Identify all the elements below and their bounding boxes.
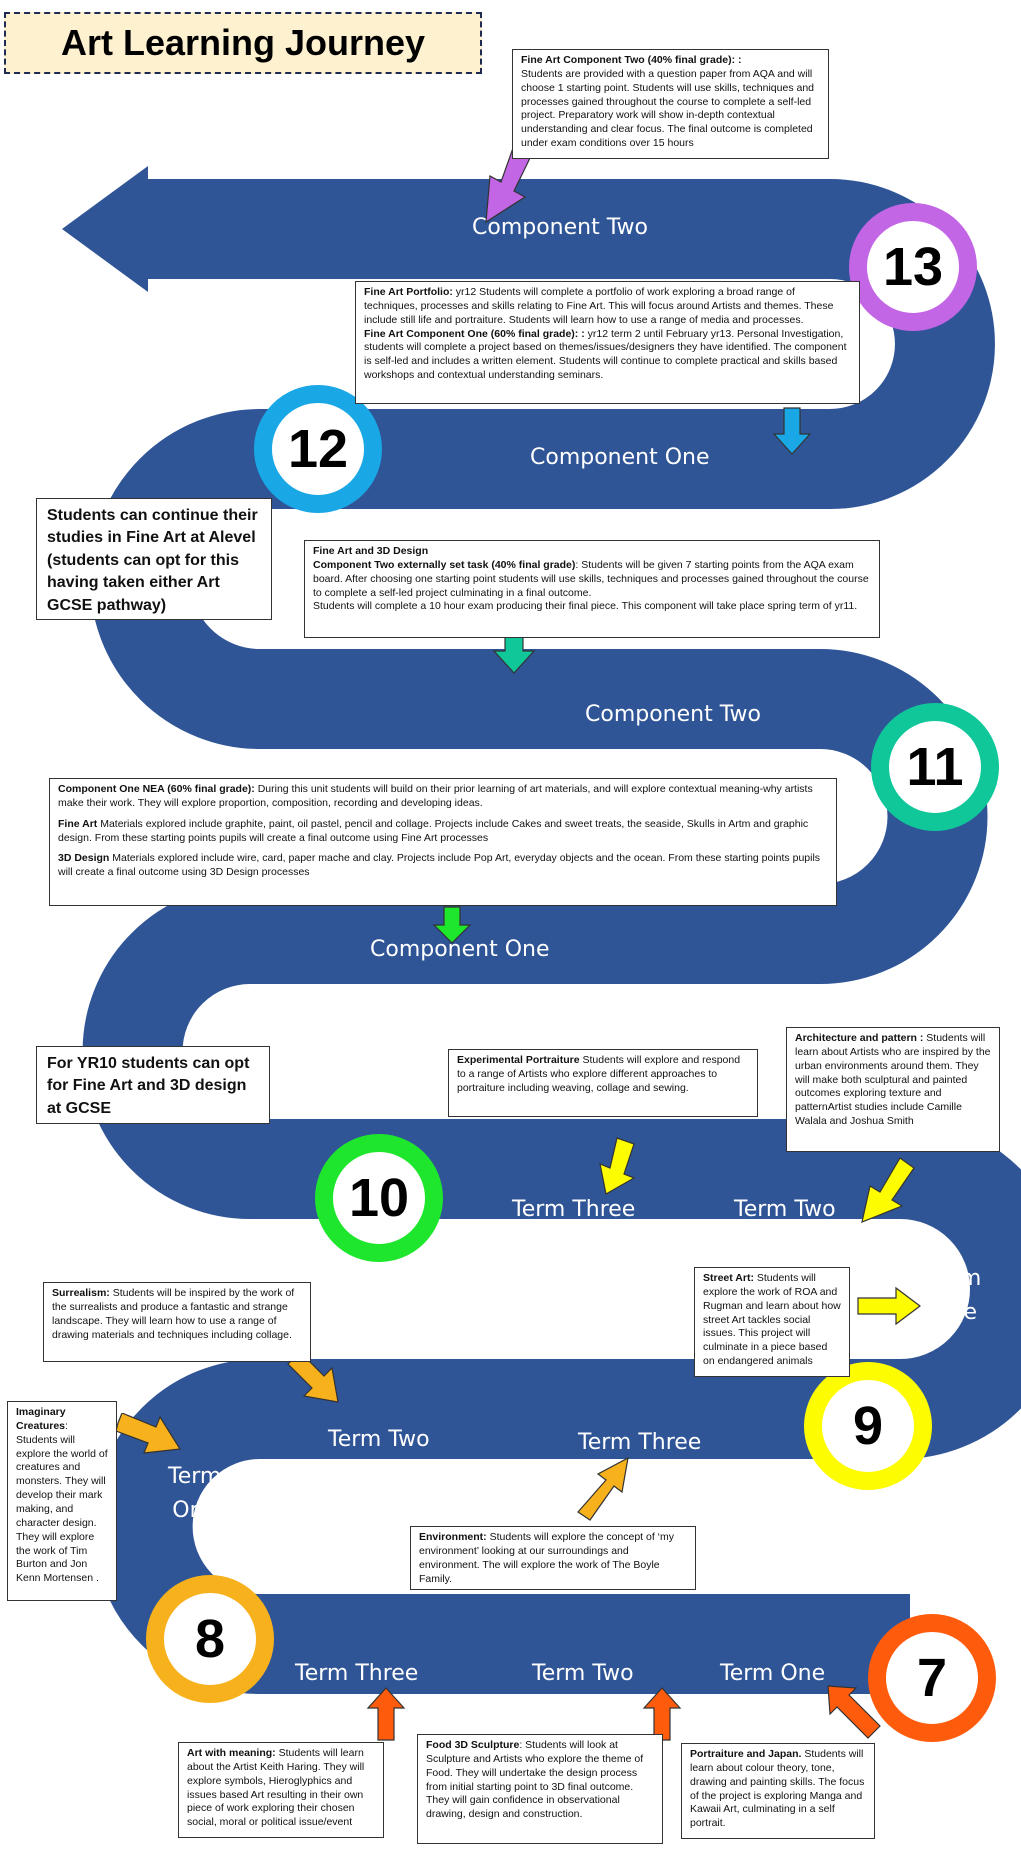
year-12-number: 12 <box>287 419 349 479</box>
arrow-meaning <box>366 1687 406 1741</box>
box-text: During this unit students will build on … <box>58 783 813 809</box>
label-y9-term-three: Term Three <box>512 1197 636 1222</box>
box-heading: Imaginary Creatures <box>16 1406 66 1432</box>
arrow-y13 <box>485 147 531 224</box>
label-y8-term-three: Term Three <box>578 1430 702 1455</box>
box-text: Materials explored include wire, card, p… <box>58 852 821 879</box>
box-heading: Surrealism: <box>52 1287 110 1299</box>
box-art-with-meaning: Art with meaning: Students will learn ab… <box>178 1742 384 1838</box>
box-heading: Fine Art <box>58 817 98 830</box>
year-9-circle: 9 <box>804 1362 932 1490</box>
label-y8-term-one-line1: Term <box>168 1464 222 1489</box>
box-text: : Students will be given 7 starting poin… <box>313 558 869 599</box>
box-surrealism: Surrealism: Students will be inspired by… <box>43 1282 311 1362</box>
label-y8-term-two: Term Two <box>328 1427 430 1452</box>
year-8-number: 8 <box>194 1609 226 1669</box>
arrow-portrait-japan <box>827 1685 881 1739</box>
label-y9-term-one-line2: One <box>932 1300 978 1325</box>
box-heading: Fine Art Component One (60% final grade)… <box>364 327 585 340</box>
arrow-imaginary <box>116 1413 182 1454</box>
note-gcse: For YR10 students can opt for Fine Art a… <box>36 1046 270 1124</box>
arrow-y12 <box>772 407 812 455</box>
road-arrowhead <box>62 166 148 292</box>
box-text: Students will explore and respond to a r… <box>457 1054 741 1094</box>
box-y11-component-two: Fine Art and 3D Design Component Two ext… <box>304 540 880 638</box>
box-heading: Portraiture and Japan. <box>690 1748 802 1760</box>
year-8-circle: 8 <box>146 1575 274 1703</box>
label-y11-component: Component Two <box>585 702 761 727</box>
box-heading: Fine Art Component Two (40% final grade)… <box>521 54 742 66</box>
box-experimental-portraiture: Experimental Portraiture Students will e… <box>448 1049 758 1117</box>
road-path <box>82 179 1021 1694</box>
year-11-number: 11 <box>906 737 964 797</box>
label-y9-term-two: Term Two <box>734 1197 836 1222</box>
year-9-number: 9 <box>852 1396 884 1456</box>
box-text: Materials explored include graphite, pai… <box>58 817 809 844</box>
box-heading: Component Two externally set task (40% f… <box>313 558 576 571</box>
note-alevel: Students can continue their studies in F… <box>36 498 272 620</box>
label-y7-term-three: Term Three <box>295 1661 419 1686</box>
box-heading: Food 3D Sculpture <box>426 1739 520 1751</box>
title-box: Art Learning Journey <box>4 12 482 74</box>
box-text: Students will learn about colour theory,… <box>690 1748 865 1830</box>
arrow-y10 <box>432 906 472 944</box>
box-heading: Fine Art and 3D Design <box>313 545 429 557</box>
label-y13-component: Component Two <box>472 215 648 240</box>
box-text: Students will be inspired by the work of… <box>52 1287 295 1341</box>
box-text: Students will learn about the Artist Kei… <box>187 1747 365 1829</box>
box-text: Students will explore the work of ROA an… <box>703 1272 841 1368</box>
box-y12-fine-art: Fine Art Portfolio: yr12 Students will c… <box>355 281 860 404</box>
box-text: yr12 term 2 until February yr13. Persona… <box>364 327 847 382</box>
box-heading: Component One NEA (60% final grade): <box>58 783 255 795</box>
box-heading: Street Art: <box>703 1272 754 1284</box>
label-y7-term-two: Term Two <box>532 1661 634 1686</box>
box-heading: Experimental Portraiture <box>457 1054 580 1066</box>
label-y12-component: Component One <box>530 445 710 470</box>
year-10-number: 10 <box>348 1168 410 1228</box>
year-12-circle: 12 <box>254 385 382 513</box>
box-y13-component-two: Fine Art Component Two (40% final grade)… <box>512 49 829 159</box>
box-portraiture-japan: Portraiture and Japan. Students will lea… <box>681 1743 875 1839</box>
page-title: Art Learning Journey <box>60 22 426 63</box>
year-7-number: 7 <box>916 1648 948 1708</box>
box-imaginary-creatures: Imaginary Creatures: Students will explo… <box>7 1401 117 1601</box>
label-y8-term-one-line2: One <box>172 1498 218 1523</box>
box-y10-component-one: Component One NEA (60% final grade): Dur… <box>49 778 837 906</box>
box-environment: Environment: Students will explore the c… <box>410 1526 696 1590</box>
box-street-art: Street Art: Students will explore the wo… <box>694 1267 850 1377</box>
arrow-portraiture <box>599 1137 636 1195</box>
box-heading: Environment: <box>419 1531 487 1543</box>
year-10-circle: 10 <box>315 1134 443 1262</box>
box-text: Students will explore the concept of ‘my… <box>419 1531 675 1585</box>
label-y9-term-one-line1: Term <box>928 1266 982 1291</box>
box-food-3d-sculpture: Food 3D Sculpture: Students will look at… <box>417 1734 663 1844</box>
label-y7-term-one: Term One <box>720 1661 826 1686</box>
box-text: Students will complete a 10 hour exam pr… <box>313 600 858 613</box>
arrow-architecture <box>861 1157 915 1223</box>
note-alevel-text: Students can continue their studies in F… <box>47 507 258 614</box>
box-heading: Architecture and pattern : <box>795 1032 924 1044</box>
arrow-streetart <box>857 1286 921 1326</box>
year-11-circle: 11 <box>871 703 999 831</box>
box-text: : Students will look at Sculpture and Ar… <box>426 1739 644 1821</box>
arrow-environment <box>577 1456 629 1521</box>
label-y9-term-one: Term One <box>928 1262 981 1330</box>
box-text: Students will learn about Artists who ar… <box>795 1032 991 1128</box>
box-text: : Students will explore the world of cre… <box>16 1419 108 1585</box>
box-heading: Fine Art Portfolio: <box>364 286 453 298</box>
label-y10-component: Component One <box>370 937 550 962</box>
year-7-circle: 7 <box>868 1614 996 1742</box>
box-text: Students are provided with a question pa… <box>521 67 815 150</box>
box-architecture-pattern: Architecture and pattern : Students will… <box>786 1027 1000 1152</box>
note-gcse-text: For YR10 students can opt for Fine Art a… <box>47 1055 250 1117</box>
label-y8-term-one: Term One <box>168 1460 221 1528</box>
box-text: yr12 Students will complete a portfolio … <box>364 286 834 326</box>
year-13-circle: 13 <box>849 203 977 331</box>
box-heading: Art with meaning: <box>187 1747 276 1759</box>
box-heading: 3D Design <box>58 852 110 865</box>
year-13-number: 13 <box>882 237 944 297</box>
